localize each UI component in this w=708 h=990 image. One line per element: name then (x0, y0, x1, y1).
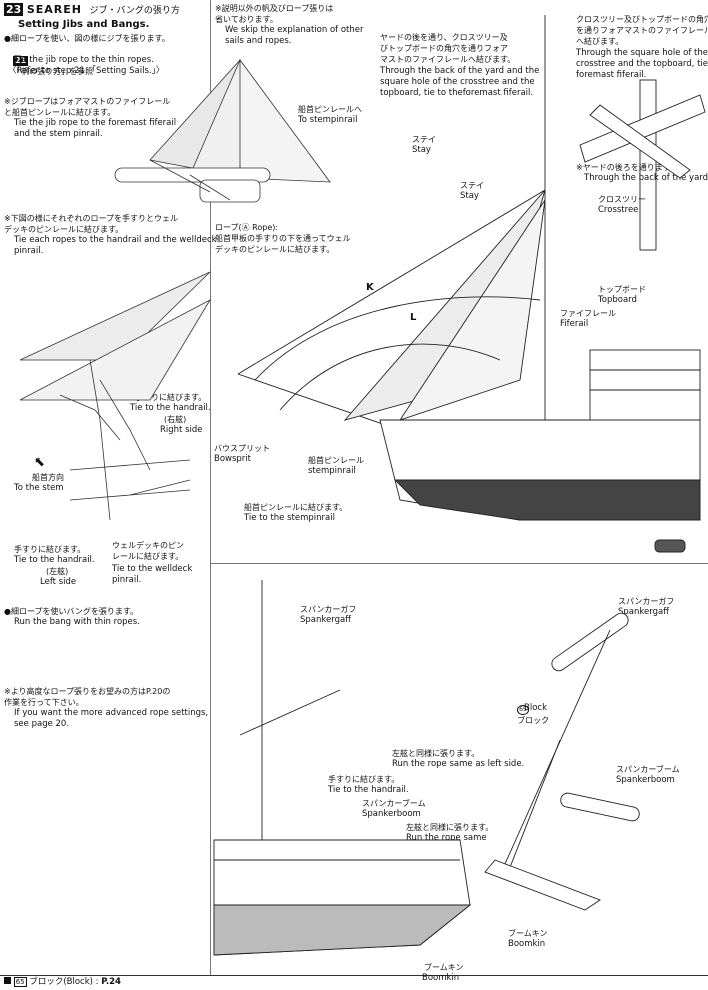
intro-ref-num: 21 (13, 56, 29, 66)
handrail-right-en: Tie to the handrail. (130, 403, 211, 413)
left-same-jp: 左舷と同様に張ります。 (392, 749, 480, 758)
intro-ref-text: 「帆の張り方」を参照 (13, 67, 94, 76)
handrail-right-jp: 手すりに結びます。 (135, 393, 207, 402)
stem-pinrail-jp: 船首ピンレール (308, 456, 364, 465)
yard-note-jp: ヤードの後を通り、クロスツリー及 びトップボードの角穴を通りフォア マストのファ… (380, 33, 516, 64)
bowsprit-en: Bowsprit (214, 454, 251, 464)
spankerboom1-en: Spankerboom (362, 809, 421, 819)
left-side-en: Left side (40, 577, 77, 587)
to-stempinrail-jp: 船首ピンレールへ (298, 105, 362, 114)
tie-stempinrail-jp: 船首ピンレールに結びます。 (244, 503, 348, 512)
rope-a-en: Rope (490, 347, 512, 357)
crosstree-note-jp: クロスツリー及びトップボードの角穴 を通りフォアマストのファイフレール へ結びま… (576, 15, 708, 46)
rope-note-en: Tie each ropes to the handrail and the w… (14, 235, 217, 256)
section-divider (210, 563, 708, 564)
left-same2-jp: 左舷と同様に張ります。 (406, 823, 494, 832)
footer-page-prefix: : (95, 977, 99, 987)
left-same-en: Run the rope same as left side. (392, 759, 525, 769)
boomkin1-jp: ブームキン (508, 929, 548, 938)
bang-jp: ●細ロープを使いバングを張ります。 (4, 607, 139, 616)
skip-note-jp: ※説明以外の帆及びロープ張りは 省いております。 (215, 4, 334, 24)
spankerboom2-jp: スパンカーブーム (616, 765, 680, 774)
handrail-tie-en: Tie to the handrail. (328, 785, 409, 795)
tie-stempinrail-en: Tie to the stempinrail (244, 513, 335, 523)
bowsprit-jp: バウスプリット (214, 444, 270, 453)
bang-en: Run the bang with thin ropes. (14, 617, 140, 627)
rope-note-jp: ※下図の様にそれぞれのロープを手すりとウェル デッキのピンレールに結びます。 (4, 214, 179, 234)
footer-divider (0, 975, 708, 976)
spankergaff2-en: Spankergaff (618, 607, 670, 617)
skip-note-en: We skip the explanation of other sails a… (225, 25, 364, 46)
stem-arrow-icon: ⬉ (34, 455, 45, 470)
left-same2-en: Run the rope same as left side. (406, 833, 487, 854)
fiferail-en: Fiferail (560, 319, 589, 329)
intro-ref-en: 〈Refer to step 21 「Setting Sails.」〉 (8, 66, 165, 76)
footer-part-num: 65 (13, 977, 27, 987)
advanced-en: If you want the more advanced rope setti… (14, 708, 209, 729)
stay3-jp: ステイ (496, 257, 520, 266)
stem-direction-jp: 船首方向 (32, 473, 64, 482)
handrail-left-jp: 手すりに結びます。 (14, 545, 86, 554)
footer-page-ref: P.24 (101, 977, 121, 987)
stay2-jp: ステイ (460, 181, 484, 190)
boomkin1-en: Boomkin (508, 939, 546, 949)
spankergaff2-jp: スパンカーガフ (618, 597, 675, 606)
fiferail-jp: ファイフレール (560, 309, 616, 318)
spankerboom2-en: Spankerboom (616, 775, 675, 785)
stay1-en: Stay (412, 145, 431, 155)
welldeck-jp: ウェルデッキのピン レールに結びます。 (112, 541, 184, 561)
yard-back-en: Through the back of the yard. (584, 173, 708, 183)
footer-part-label: ブロック(Block) (29, 977, 93, 987)
stem-pinrail-en: stempinrail (308, 466, 356, 476)
advanced-jp: ※より高度なロープ張りをお望みの方はP.20の 作業を行って下さい。 (4, 687, 171, 707)
sail-label-l: L (410, 312, 417, 323)
step-title: SEAREH (26, 3, 82, 16)
right-side-en: Right side (160, 425, 203, 435)
sail-label-k: K (366, 282, 374, 293)
stay1-jp: ステイ (412, 135, 436, 144)
left-side-jp: (左舷) (46, 567, 69, 576)
topboard-en: Topboard (598, 295, 637, 305)
to-stempinrail-en: To stempinrail (298, 115, 358, 125)
spankerboom1-jp: スパンカーブーム (362, 799, 426, 808)
intro-jp: ●細ロープを使い、図の様にジブを張ります。 (4, 34, 170, 43)
step-header: 23 SEAREH ジブ・バングの張り方 (4, 3, 180, 18)
yard-back-jp: ※ヤードの後ろを通ります。 (576, 163, 678, 172)
topboard-jp: トップボード (598, 285, 646, 294)
footer-square-icon (4, 977, 11, 984)
jib-note-jp: ※ジブロープはフォアマストのファイフレール と船首ピンレールに結びます。 (4, 97, 171, 117)
jib-note-en: Tie the jib rope to the foremast fiferai… (14, 118, 177, 139)
boomkin2-en: Boomkin (422, 973, 460, 983)
column-divider (210, 0, 211, 975)
handrail-tie-jp: 手すりに結びます。 (328, 775, 400, 784)
sail-label-m: M (444, 347, 454, 358)
yard-note-en: Through the back of the yard and the squ… (380, 66, 540, 98)
crosstree-jp: クロスツリー (598, 195, 646, 204)
step-subtitle-jp: ジブ・バングの張り方 (89, 6, 180, 16)
spankergaff1-en: Spankergaff (300, 615, 352, 625)
block-text-jp: ブロック (517, 716, 550, 725)
subtitle-en: Setting Jibs and Bangs. (18, 19, 150, 30)
intro-en: Tie the jib rope to the thin ropes. (14, 55, 154, 65)
handrail-left-en: Tie to the handrail. (14, 555, 95, 565)
step-number: 23 (4, 3, 24, 16)
block-en: Block (524, 703, 547, 713)
stay3-en: Stay (496, 267, 515, 277)
welldeck-en: Tie to the welldeck pinrail. (112, 564, 193, 585)
crosstree-en: Crosstree (598, 205, 639, 215)
parts-footer: 65 ブロック(Block) : P.24 (4, 976, 121, 988)
stem-direction-en: To the stem (14, 483, 64, 493)
crosstree-note-en: Through the square hole of the crosstree… (576, 48, 708, 80)
stay2-en: Stay (460, 191, 479, 201)
right-side-jp: (右舷) (164, 415, 187, 424)
spankergaff1-jp: スパンカーガフ (300, 605, 357, 614)
intro-ref-jp: 21 「帆の張り方」を参照 (8, 44, 93, 77)
boomkin2-jp: ブームキン (424, 963, 464, 972)
rope-a-note-jp: ロープ(Ⓐ Rope): 船首甲板の手すりの下を通ってウェル デッキのピンレール… (215, 223, 351, 254)
